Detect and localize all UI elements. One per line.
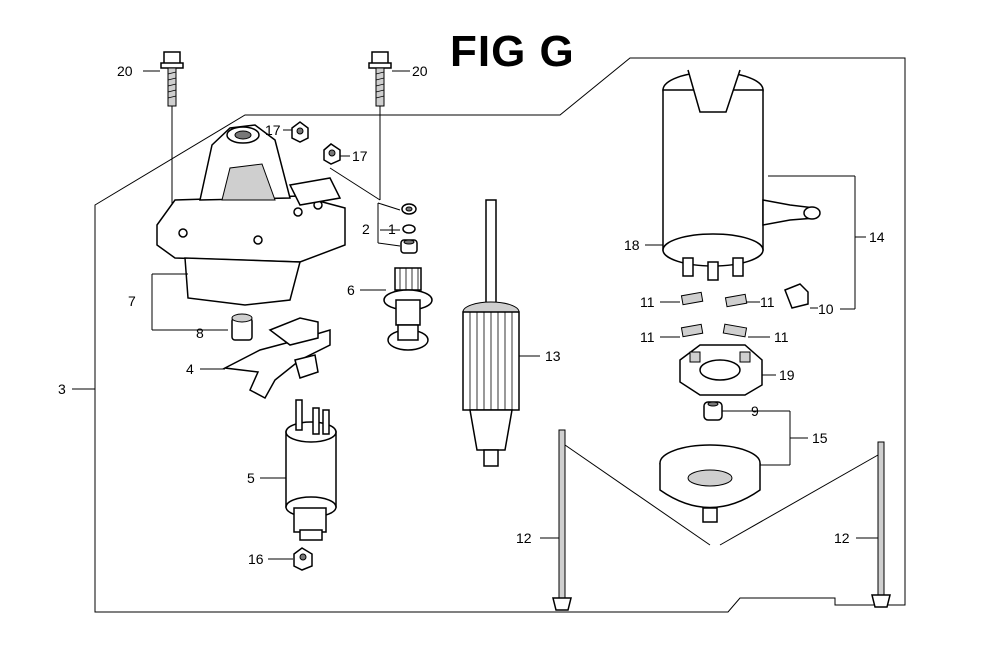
callout-18: 18 [624, 237, 640, 253]
nut-17-a [291, 121, 309, 143]
callout-6: 6 [347, 282, 355, 298]
callout-11: 11 [640, 294, 655, 310]
spring-11-c [680, 323, 704, 338]
through-bolt-12-right [871, 441, 891, 608]
callout-12: 12 [516, 530, 532, 546]
bolt-20-left [160, 51, 184, 107]
brush-holder-19 [679, 344, 763, 396]
callout-17: 17 [352, 148, 368, 164]
callout-2: 2 [362, 221, 370, 237]
callout-15: 15 [812, 430, 828, 446]
callout-1: 1 [388, 221, 396, 237]
spring-11-a [680, 291, 704, 306]
callout-11: 11 [640, 329, 655, 345]
figure-title: FIG G [450, 27, 575, 76]
callout-17: 17 [265, 122, 281, 138]
pinion-gear-6 [383, 267, 433, 351]
callout-16: 16 [248, 551, 264, 567]
callout-3: 3 [58, 381, 66, 397]
washer-1 [402, 224, 416, 234]
nut-17-b [323, 143, 341, 165]
callout-14: 14 [869, 229, 885, 245]
callout-11: 11 [774, 329, 789, 345]
callout-5: 5 [247, 470, 255, 486]
shift-lever-4 [222, 317, 331, 400]
callout-10: 10 [818, 301, 834, 317]
nut-16 [293, 547, 313, 571]
solenoid-5 [285, 399, 337, 541]
bushing [400, 239, 418, 254]
armature-13 [462, 199, 520, 467]
brush-10 [784, 283, 809, 309]
spring-11-b [724, 293, 748, 308]
callout-4: 4 [186, 361, 194, 377]
assembly-boundary [94, 57, 906, 613]
bolt-20-right [368, 51, 392, 107]
bushing-9 [703, 401, 723, 421]
callout-7: 7 [128, 293, 136, 309]
callout-8: 8 [196, 325, 204, 341]
callout-11: 11 [760, 294, 775, 310]
callout-13: 13 [545, 348, 561, 364]
spring-11-d [722, 323, 748, 338]
yoke-14 [662, 69, 821, 281]
callout-20: 20 [117, 63, 133, 79]
callout-20: 20 [412, 63, 428, 79]
rear-cover-15 [659, 444, 761, 523]
through-bolt-12-left [552, 429, 572, 611]
drive-housing-7 [156, 124, 346, 306]
boot-8 [231, 313, 253, 341]
nut-2 [401, 203, 417, 215]
callout-9: 9 [751, 403, 759, 419]
callout-19: 19 [779, 367, 795, 383]
callout-12: 12 [834, 530, 850, 546]
